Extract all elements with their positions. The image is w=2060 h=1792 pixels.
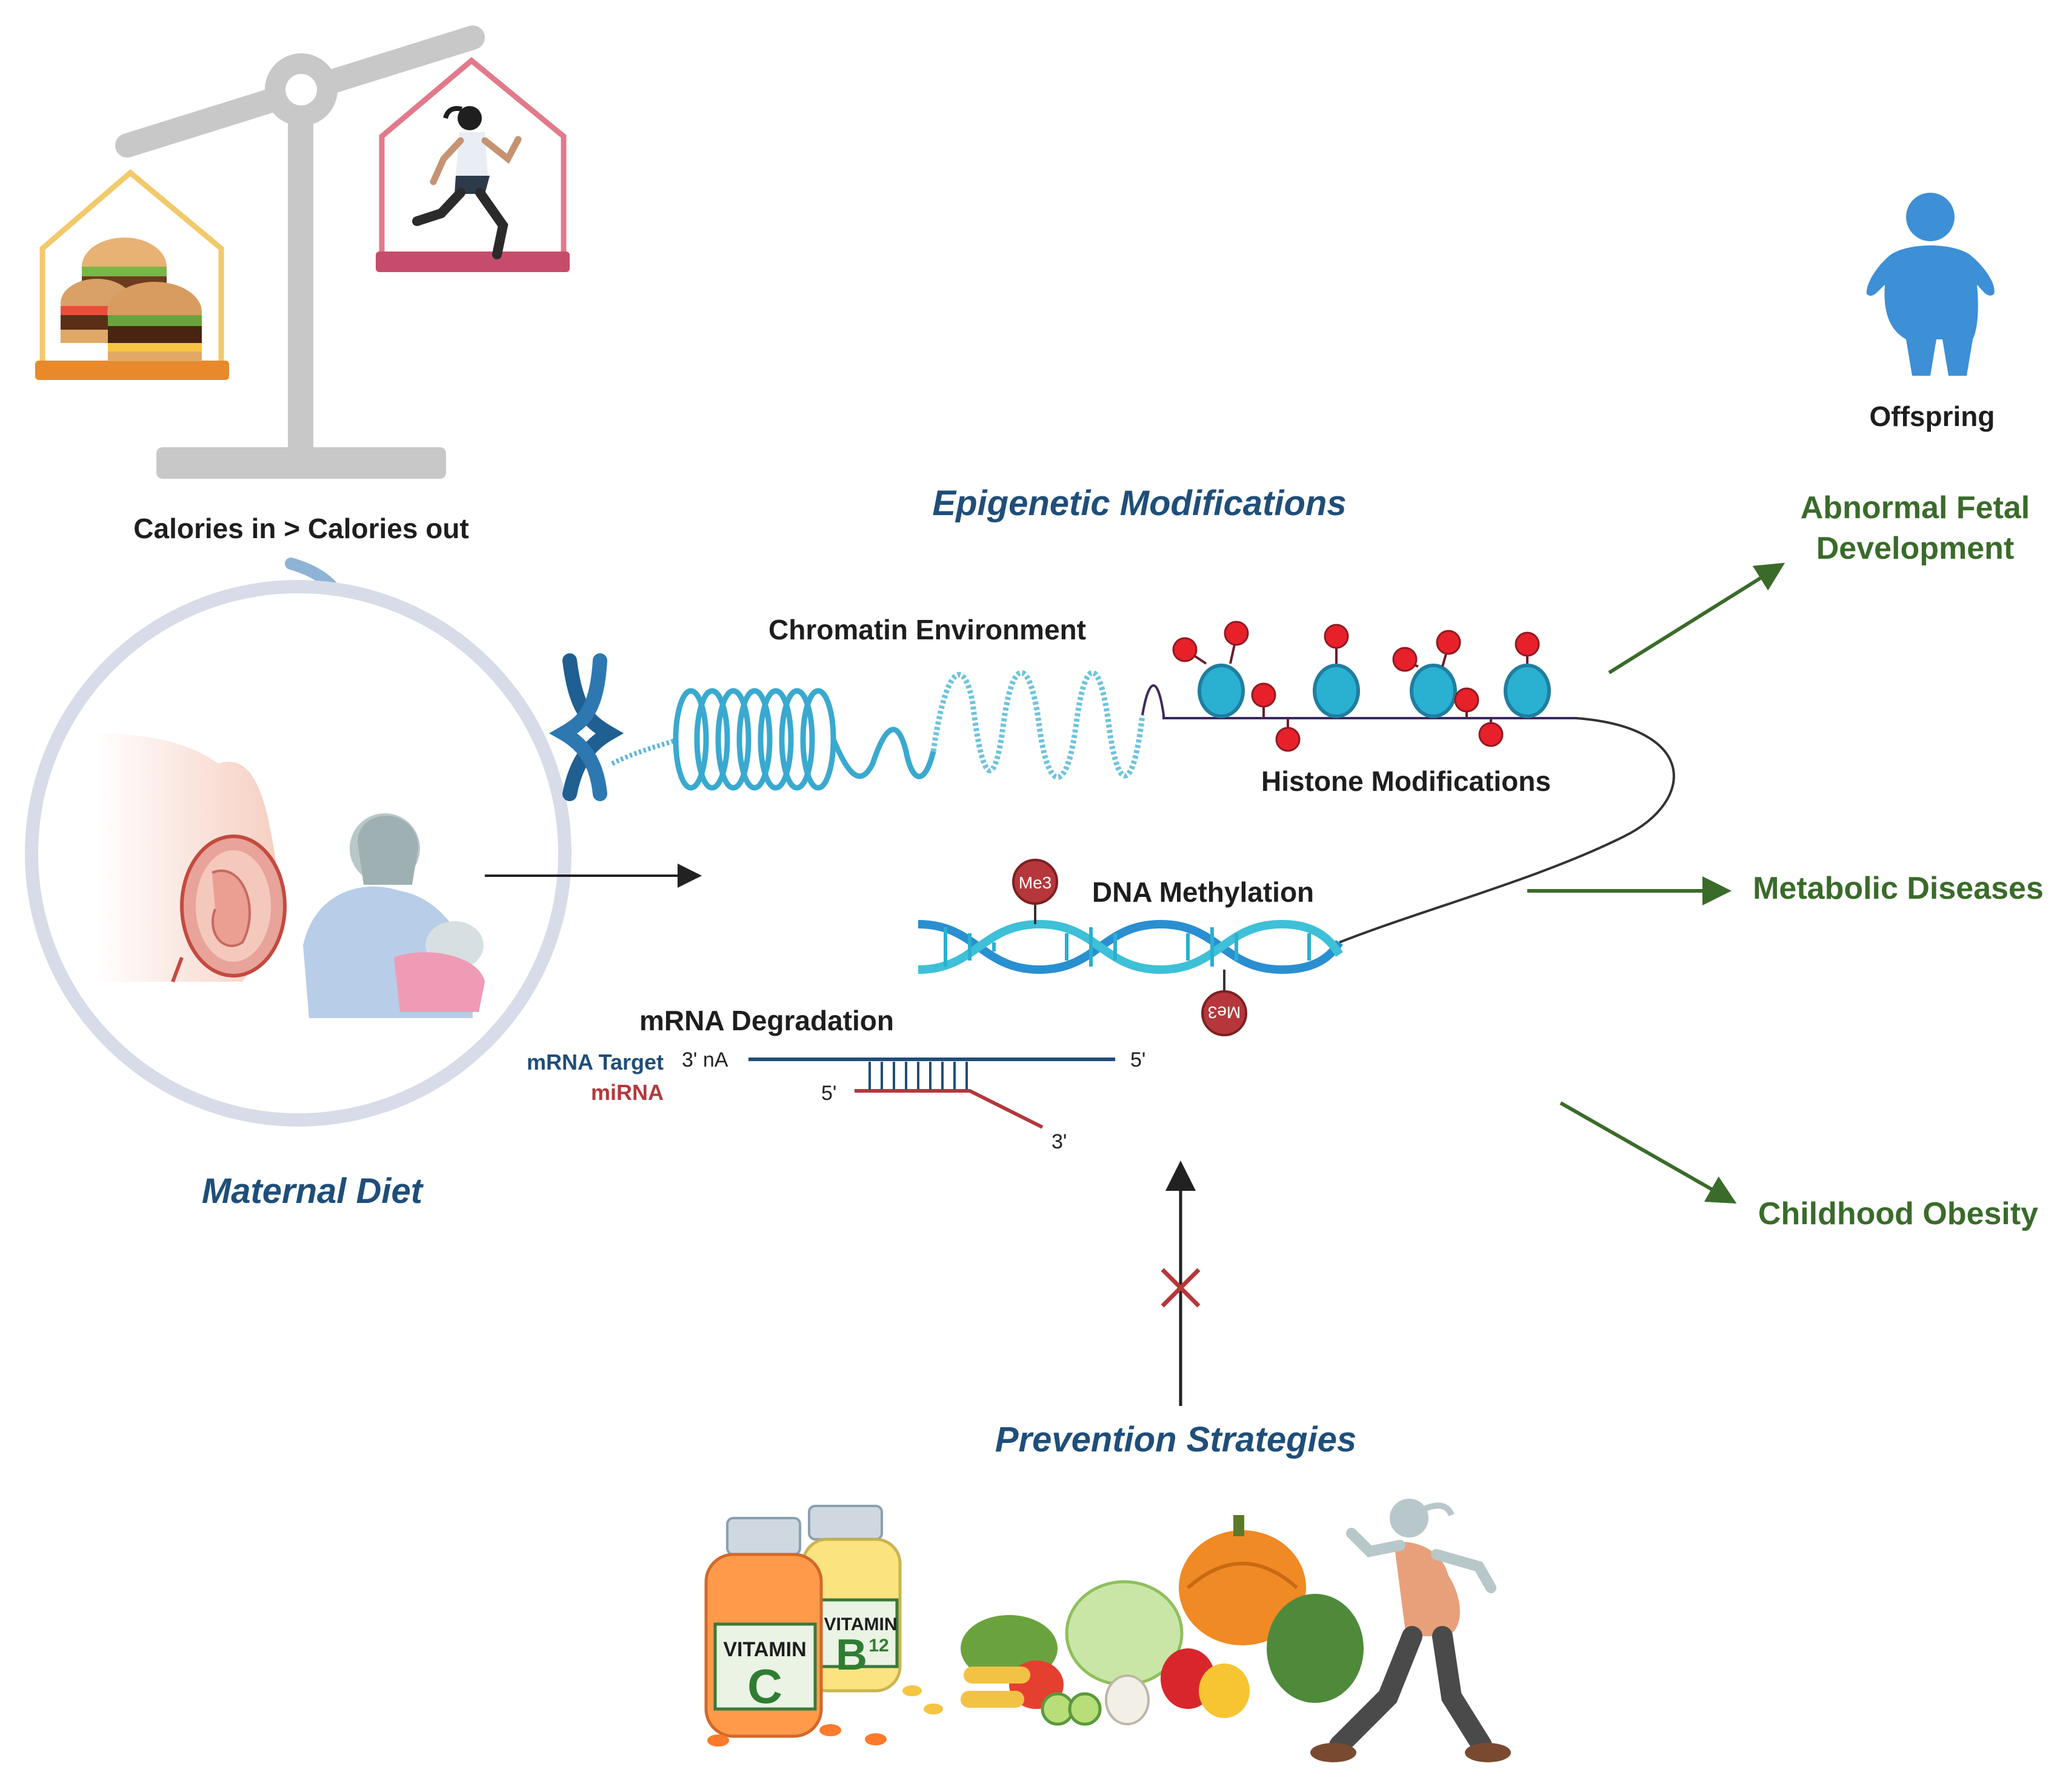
methyl-mark-bottom: Me3 (1201, 970, 1247, 1036)
abnormal-line2: Development (1816, 531, 2015, 566)
three-prime-mirna-label: 3' (1052, 1130, 1067, 1153)
five-prime-top-label: 5' (1130, 1048, 1145, 1071)
offspring-icon (1866, 193, 1995, 376)
walking-pregnant-woman-icon (1310, 1499, 1511, 1762)
dna-methylation-label: DNA Methylation (1092, 876, 1314, 908)
vitamin-b-letter: B (836, 1631, 867, 1679)
histone-label: Histone Modifications (1261, 765, 1551, 797)
mrna-target-label: mRNA Target (527, 1050, 664, 1074)
arrow-childhood (1559, 1101, 1737, 1204)
maternal-diet-label: Maternal Diet (202, 1171, 424, 1211)
vitamin-b-sub: 12 (868, 1636, 888, 1656)
arrow-abnormal (1608, 562, 1785, 674)
mirna-label: miRNA (591, 1080, 664, 1105)
prevention-heading: Prevention Strategies (995, 1420, 1356, 1459)
mrna-strands (748, 1058, 1115, 1129)
dna-helix-icon (918, 919, 1343, 974)
vitamin-c-letter: C (747, 1659, 782, 1713)
burger-icon (61, 238, 202, 361)
pregnant-mother-icon (94, 733, 287, 983)
connector-line (1339, 717, 1675, 944)
calories-label: Calories in > Calories out (133, 513, 468, 544)
chromatin-fiber (611, 670, 1576, 791)
vitamin-c-word: VITAMIN (723, 1638, 806, 1661)
five-prime-mirna-label: 5' (821, 1082, 836, 1105)
offspring-label: Offspring (1870, 401, 1995, 432)
vegetables-icon (961, 1515, 1364, 1726)
epigenetic-heading: Epigenetic Modifications (932, 484, 1346, 523)
methyl-mark-top: Me3 (1012, 859, 1058, 924)
methyl-label-bottom: Me3 (1208, 1003, 1241, 1022)
balance-scale-icon (35, 25, 570, 479)
vitamin-b-word: VITAMIN (824, 1614, 897, 1634)
nucleosome-icon (1198, 664, 1551, 718)
metabolic-label: Metabolic Diseases (1753, 871, 2044, 906)
childhood-label: Childhood Obesity (1758, 1196, 2038, 1231)
three-prime-na-label: 3' nA (682, 1048, 728, 1071)
methyl-label-top: Me3 (1019, 873, 1052, 892)
histone-marks (1172, 621, 1540, 752)
mrna-degradation-label: mRNA Degradation (639, 1005, 894, 1036)
abnormal-line1: Abnormal Fetal (1801, 490, 2030, 525)
breastfeeding-icon (303, 813, 485, 1018)
chromatin-label: Chromatin Environment (768, 614, 1086, 645)
chromosome-icon (548, 653, 624, 801)
vitamin-bottle-icon: VITAMIN C VITAMIN B 12 (704, 1505, 943, 1747)
runner-icon (412, 106, 522, 259)
block-cross-icon (1161, 1268, 1201, 1308)
